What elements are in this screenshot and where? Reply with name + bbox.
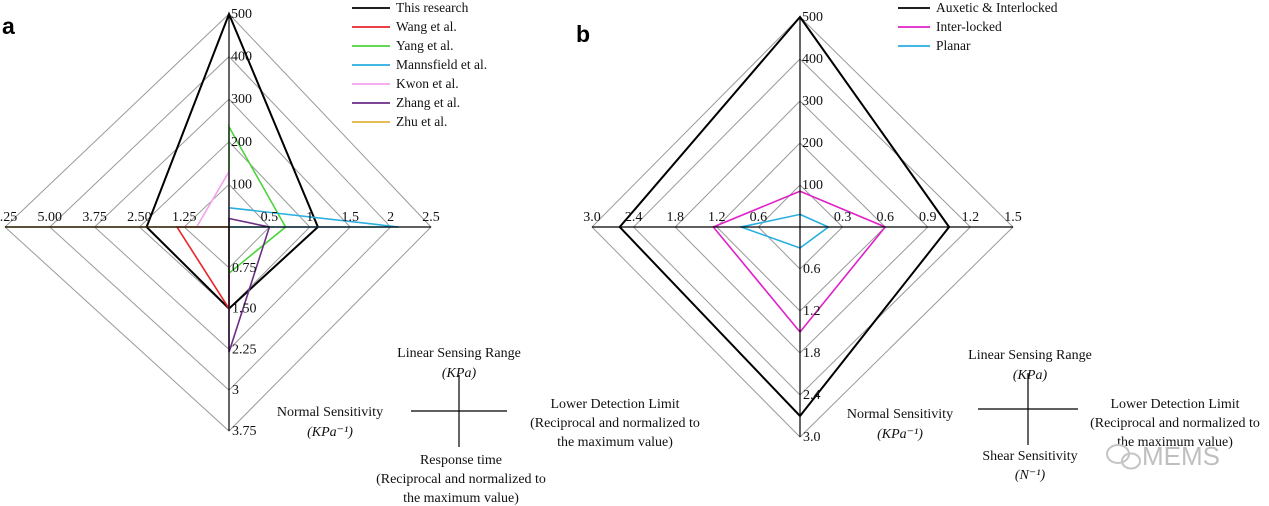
tick-label-left-3: 1.8 (666, 210, 684, 225)
tick-label-right-2: 0.6 (876, 210, 894, 225)
legend-label-7: Zhu et al. (396, 114, 447, 129)
key-unit-left: (KPa⁻¹) (877, 427, 923, 442)
tick-label-left-2: 1.2 (708, 210, 726, 225)
key-label-down-2: (Reciprocal and normalized to (376, 472, 546, 487)
tick-label-left-1: 0.6 (750, 210, 768, 225)
panel-label-a: a (2, 13, 15, 39)
legend-label-4: Mannsfield et al. (396, 57, 487, 72)
legend-label-6: Zhang et al. (396, 95, 460, 110)
key-label-down-1: Response time (420, 453, 502, 468)
radar-axes-b (592, 17, 1013, 437)
legend-label-2: Wang et al. (396, 19, 457, 34)
radar-axes-a (5, 14, 431, 431)
radar-grid-a (4, 13, 432, 432)
tick-label-down-4: 2.4 (803, 388, 821, 403)
legend-label-3: Planar (936, 38, 971, 53)
key-label-up: Linear Sensing Range (397, 346, 521, 361)
tick-label-left-4: 2.4 (625, 210, 643, 225)
tick-label-right-3: 0.9 (919, 210, 937, 225)
tick-label-up-2: 200 (802, 136, 823, 151)
tick-label-up-1: 100 (802, 178, 823, 193)
tick-label-right-4: 1.2 (962, 210, 980, 225)
tick-label-down-3: 1.8 (803, 346, 821, 361)
key-label-right-1: Lower Detection Limit (550, 397, 679, 412)
tick-label-up-1: 100 (231, 177, 252, 192)
tick-label-down-1: 0.75 (232, 261, 257, 276)
key-label-right-1: Lower Detection Limit (1110, 397, 1239, 412)
tick-label-up-4: 400 (802, 52, 823, 67)
series-polygon-6 (228, 217, 271, 353)
watermark: MEMS (1106, 441, 1220, 471)
wechat-icon (1106, 444, 1141, 470)
axis-key-b: Linear Sensing Range (KPa) Normal Sensitiv… (847, 348, 1260, 483)
key-label-down-3: the maximum value) (403, 491, 519, 506)
key-label-left: Normal Sensitivity (847, 407, 953, 422)
tick-label-left-1: 1.25 (172, 210, 197, 225)
series-polygon-5 (195, 168, 230, 228)
legend-label-3: Yang et al. (396, 38, 454, 53)
key-label-left: Normal Sensitivity (277, 405, 383, 420)
tick-label-up-2: 200 (231, 135, 252, 150)
tick-label-down-1: 0.6 (803, 262, 821, 277)
key-unit-up: (KPa) (1013, 368, 1048, 383)
tick-label-right-1: 0.5 (261, 210, 279, 225)
tick-label-right-5: 2.5 (422, 210, 440, 225)
tick-label-right-2: 1 (306, 210, 313, 225)
tick-label-up-3: 300 (231, 92, 252, 107)
grid-ring-5 (4, 13, 432, 432)
tick-label-down-5: 3.0 (803, 430, 821, 445)
radar-ticks-a: 100 200 300 400 500 0.5 1 1.5 2 2.5 0.75 1.50 2.25 3 3… (0, 7, 440, 439)
key-unit-down: (N⁻¹) (1015, 468, 1046, 483)
key-label-right-2: (Reciprocal and normalized to (1090, 416, 1260, 431)
tick-label-left-3: 3.75 (82, 210, 107, 225)
key-label-right-3: the maximum value) (1117, 435, 1233, 450)
tick-label-up-5: 500 (231, 7, 252, 22)
tick-label-up-4: 400 (231, 50, 252, 65)
tick-label-right-5: 1.5 (1004, 210, 1022, 225)
tick-label-left-2: 2.50 (127, 210, 152, 225)
tick-label-right-4: 2 (387, 210, 394, 225)
tick-label-left-5: 6.25 (0, 210, 17, 225)
tick-label-left-4: 5.00 (38, 210, 63, 225)
key-label-up: Linear Sensing Range (968, 348, 1092, 363)
legend-label-5: Kwon et al. (396, 76, 459, 91)
tick-label-right-3: 1.5 (341, 210, 359, 225)
tick-label-down-3: 2.25 (232, 342, 257, 357)
watermark-text: MEMS (1142, 441, 1220, 471)
radar-ticks-b: 100 200 300 400 500 0.3 0.6 0.9 1.2 1.5 0.6 1.2 1.8 2… (583, 10, 1022, 445)
key-label-right-2: (Reciprocal and normalized to (530, 416, 700, 431)
legend-label-2: Inter-locked (936, 19, 1002, 34)
tick-label-down-2: 1.50 (232, 302, 257, 317)
radar-chart-b: b 100 200 300 400 500 0.3 0.6 0.9 1.2 1.5 0.6 1.2 1.… (576, 0, 1260, 483)
tick-label-down-2: 1.2 (803, 304, 821, 319)
legend-label-1: This research (396, 0, 469, 15)
radar-series-a (5, 11, 399, 353)
tick-label-down-4: 3 (232, 383, 239, 398)
tick-label-right-1: 0.3 (834, 210, 852, 225)
tick-label-left-5: 3.0 (583, 210, 601, 225)
tick-label-down-5: 3.75 (232, 424, 257, 439)
key-label-right-3: the maximum value) (557, 435, 673, 450)
tick-label-up-5: 500 (802, 10, 823, 25)
legend-label-1: Auxetic & Interlocked (936, 0, 1058, 15)
radar-chart-a: a 100 200 300 400 500 0.5 1 1.5 2 2.5 0.75 1.50 2.25… (0, 0, 700, 506)
tick-label-up-3: 300 (802, 94, 823, 109)
panel-label-b: b (576, 21, 590, 47)
key-label-down: Shear Sensitivity (982, 449, 1077, 464)
key-unit-up: (KPa) (442, 366, 477, 381)
key-unit-left: (KPa⁻¹) (307, 425, 353, 440)
axis-key-a: Linear Sensing Range (KPa) Normal Sensitiv… (277, 346, 700, 506)
